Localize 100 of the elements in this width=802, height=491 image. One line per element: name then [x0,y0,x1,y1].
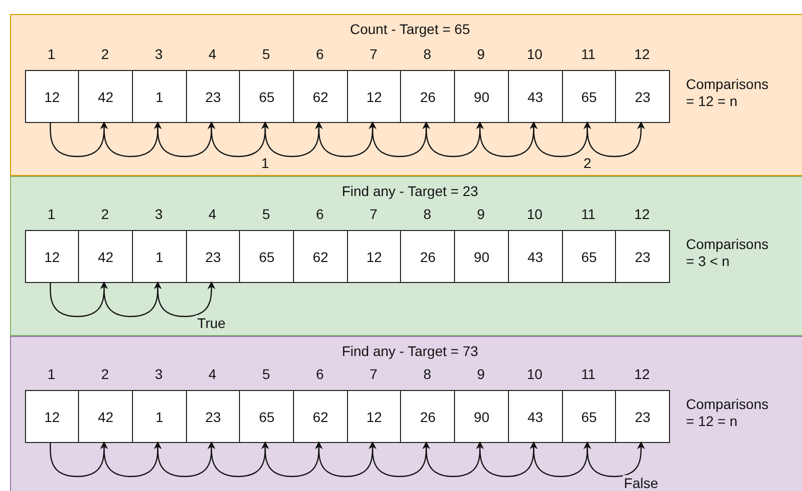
index-number: 5 [261,366,272,382]
array-cell [346,230,402,283]
arrow [157,121,216,158]
index-number: 3 [154,46,164,62]
panel-band [10,176,802,336]
cell-value: 26 [420,408,436,424]
array-cell [346,390,402,443]
panel-band [10,14,802,176]
arrow [210,121,270,158]
array-cell [186,70,241,123]
panel-band [10,336,802,491]
index-number: 9 [476,46,486,62]
edge-label: 2 [582,155,592,171]
arrow [264,441,323,478]
array-cell [24,230,80,283]
array-cell [293,230,348,283]
index-number: 1 [46,206,56,222]
index-number: 9 [476,206,486,222]
array-cell [454,390,510,443]
cell-value: 26 [420,88,436,104]
index-number: 7 [368,366,378,382]
index-number: 10 [526,366,544,382]
array-cell [400,390,456,443]
cell-value: 90 [474,248,490,264]
index-number: 8 [422,206,432,222]
cell-value: 62 [312,88,328,104]
comparison-note: Comparisons = 12 = n [686,396,770,430]
array-cell [132,230,187,283]
index-number: 4 [208,46,218,62]
array-cell [400,70,456,123]
index-number: 12 [633,206,651,222]
index-number: 10 [526,206,544,222]
array-cell [132,70,187,123]
comparison-note: Comparisons = 12 = n [686,76,770,110]
arrow [157,441,216,478]
index-number: 6 [314,366,325,382]
index-number: 4 [208,206,218,222]
index-number: 7 [368,206,378,222]
cell-value: 65 [259,88,275,104]
comparison-note: Comparisons = 3 < n [686,236,770,270]
array-cell [508,70,563,123]
cell-value: 42 [98,88,114,104]
arrow [372,121,430,158]
arrow [586,441,646,478]
array-cell [293,390,348,443]
index-number: 11 [580,206,597,222]
cell-value: 12 [366,88,382,104]
cell-value: 1 [155,248,164,264]
cell-value: 1 [155,88,164,104]
arrow [210,441,270,478]
index-number: 2 [100,366,110,382]
cell-value: 1 [155,408,164,424]
cell-value: 23 [205,408,221,424]
array-cell [186,390,241,443]
arrow [318,441,377,478]
index-number: 10 [526,46,544,62]
panel-title: Count - Target = 65 [350,21,470,37]
index-number: 5 [261,206,272,222]
index-number: 3 [154,206,164,222]
array-cell [508,390,563,443]
index-number: 6 [314,206,325,222]
arrow [103,441,162,478]
cell-value: 90 [474,88,490,104]
cell-value: 65 [581,408,597,424]
cell-value: 65 [259,408,275,424]
arrow [103,281,162,318]
index-number: 2 [100,206,110,222]
cell-value: 43 [528,408,544,424]
panel-title: Find any - Target = 73 [342,343,478,359]
arrow [586,121,646,158]
cell-value: 65 [581,88,597,104]
cell-value: 23 [205,88,221,104]
array-cell [78,230,134,283]
arrow [50,281,108,318]
cell-value: 12 [366,248,382,264]
cell-value: 23 [634,408,650,424]
cell-value: 43 [528,248,544,264]
array-cell [562,390,616,443]
array-cell [562,230,616,283]
index-number: 5 [261,46,272,62]
arrow [479,121,538,158]
cell-value: 12 [44,408,60,424]
cell-value: 62 [312,248,328,264]
arrow [533,121,592,158]
cell-value: 26 [420,248,436,264]
arrow [50,441,108,478]
cell-value: 42 [98,408,114,424]
array-cell [400,230,456,283]
cell-value: 12 [44,248,60,264]
array-cell [132,390,187,443]
index-number: 12 [633,46,651,62]
arrow [533,441,592,478]
arrow [426,441,484,478]
index-number: 12 [633,366,651,382]
cell-value: 65 [581,248,597,264]
array-cell [615,390,670,443]
array-cell [562,70,616,123]
array-cell [293,70,348,123]
cell-value: 43 [528,88,544,104]
cell-value: 90 [474,408,490,424]
